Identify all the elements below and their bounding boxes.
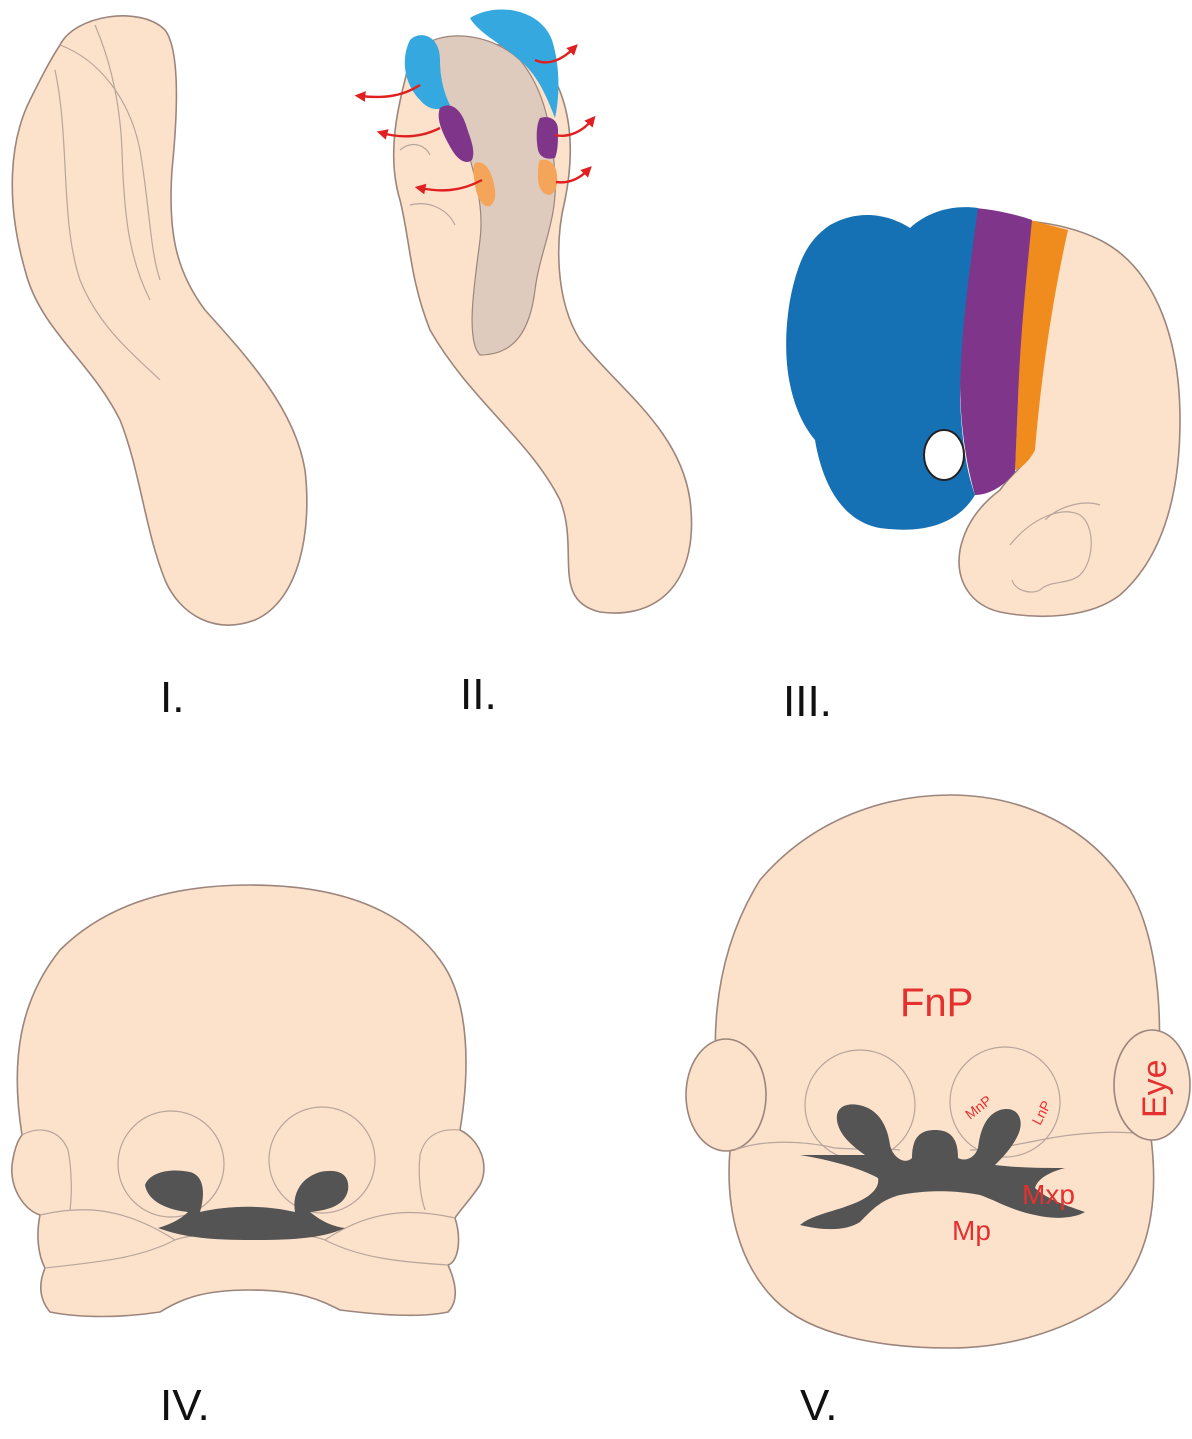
forebrain-dark-blue-region [786,207,978,530]
panel-4-frontal-early-face [12,885,484,1317]
panel-1-early-embryo [12,16,307,625]
fnp-label: FnP [900,981,973,1025]
panel-2-neural-crest-migration [360,9,692,613]
side-bulge-left [686,1039,766,1151]
eye-vesicle [924,430,964,480]
mxp-label: Mxp [1022,1179,1075,1210]
midbrain-domain-right [537,117,558,159]
panel-1-label: I. [160,673,184,722]
panel-5-label: V. [800,1381,838,1430]
panel-3-label: III. [783,677,832,726]
panel-2-label: II. [460,670,497,719]
eye-label: Eye [1136,1059,1174,1118]
panel-4-label: IV. [160,1381,210,1430]
mp-label: Mp [952,1215,991,1246]
panel-5-frontal-later-face [686,795,1190,1348]
panel-3-lateral-head [786,207,1180,616]
